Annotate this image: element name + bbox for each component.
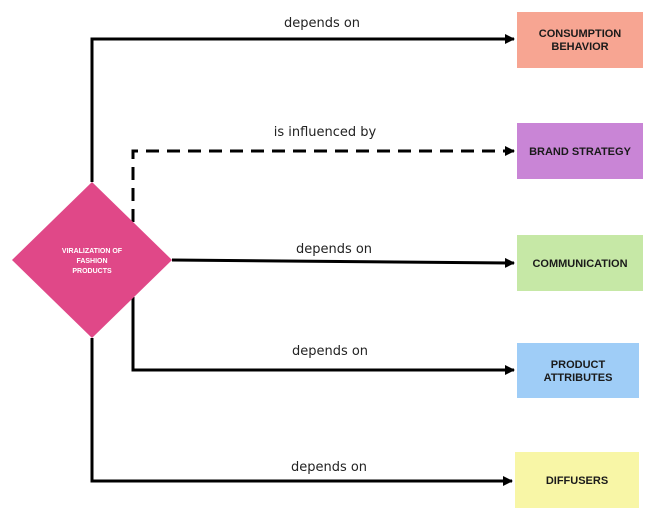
node-diffusers: DIFFUSERS [515,452,639,508]
center-label-line-1: VIRALIZATION OF [62,248,123,255]
edge-communication [171,257,515,268]
center-label-line-2: FASHION [76,258,107,265]
center-node-virality: VIRALIZATION OF FASHION PRODUCTS [12,182,172,338]
node-consumption-label-line-2: BEHAVIOR [551,41,608,53]
node-attributes-box [517,343,639,398]
node-diffusers-label: DIFFUSERS [546,475,608,487]
edge-label-consumption: depends on [284,16,360,31]
node-consumption-label-line-1: CONSUMPTION [539,28,622,40]
edge-consumption-behavior [90,34,515,182]
center-label-line-3: PRODUCTS [72,268,112,275]
node-communication-label: COMMUNICATION [532,258,627,270]
edge-brand-strategy [131,146,515,222]
node-attributes-label-line-2: ATTRIBUTES [544,372,613,384]
node-diffusers-box [515,452,639,508]
edge-label-attributes: depends on [292,344,368,359]
edge-product-attributes [131,297,515,375]
edge-label-brand: is influenced by [274,125,377,140]
node-consumption-behavior: CONSUMPTION BEHAVIOR [517,12,643,68]
center-diamond-shape [12,182,172,338]
node-communication-box [517,235,643,291]
node-brand-label: BRAND STRATEGY [529,146,632,158]
node-communication: COMMUNICATION [517,235,643,291]
edge-label-diffusers: depends on [291,460,367,475]
node-attributes-label-line-1: PRODUCT [551,359,606,371]
node-brand-strategy: BRAND STRATEGY [517,123,643,179]
node-consumption-box [517,12,643,68]
node-brand-box [517,123,643,179]
edge-diffusers [90,338,513,486]
node-product-attributes: PRODUCT ATTRIBUTES [517,343,639,398]
edge-label-communication: depends on [296,242,372,257]
